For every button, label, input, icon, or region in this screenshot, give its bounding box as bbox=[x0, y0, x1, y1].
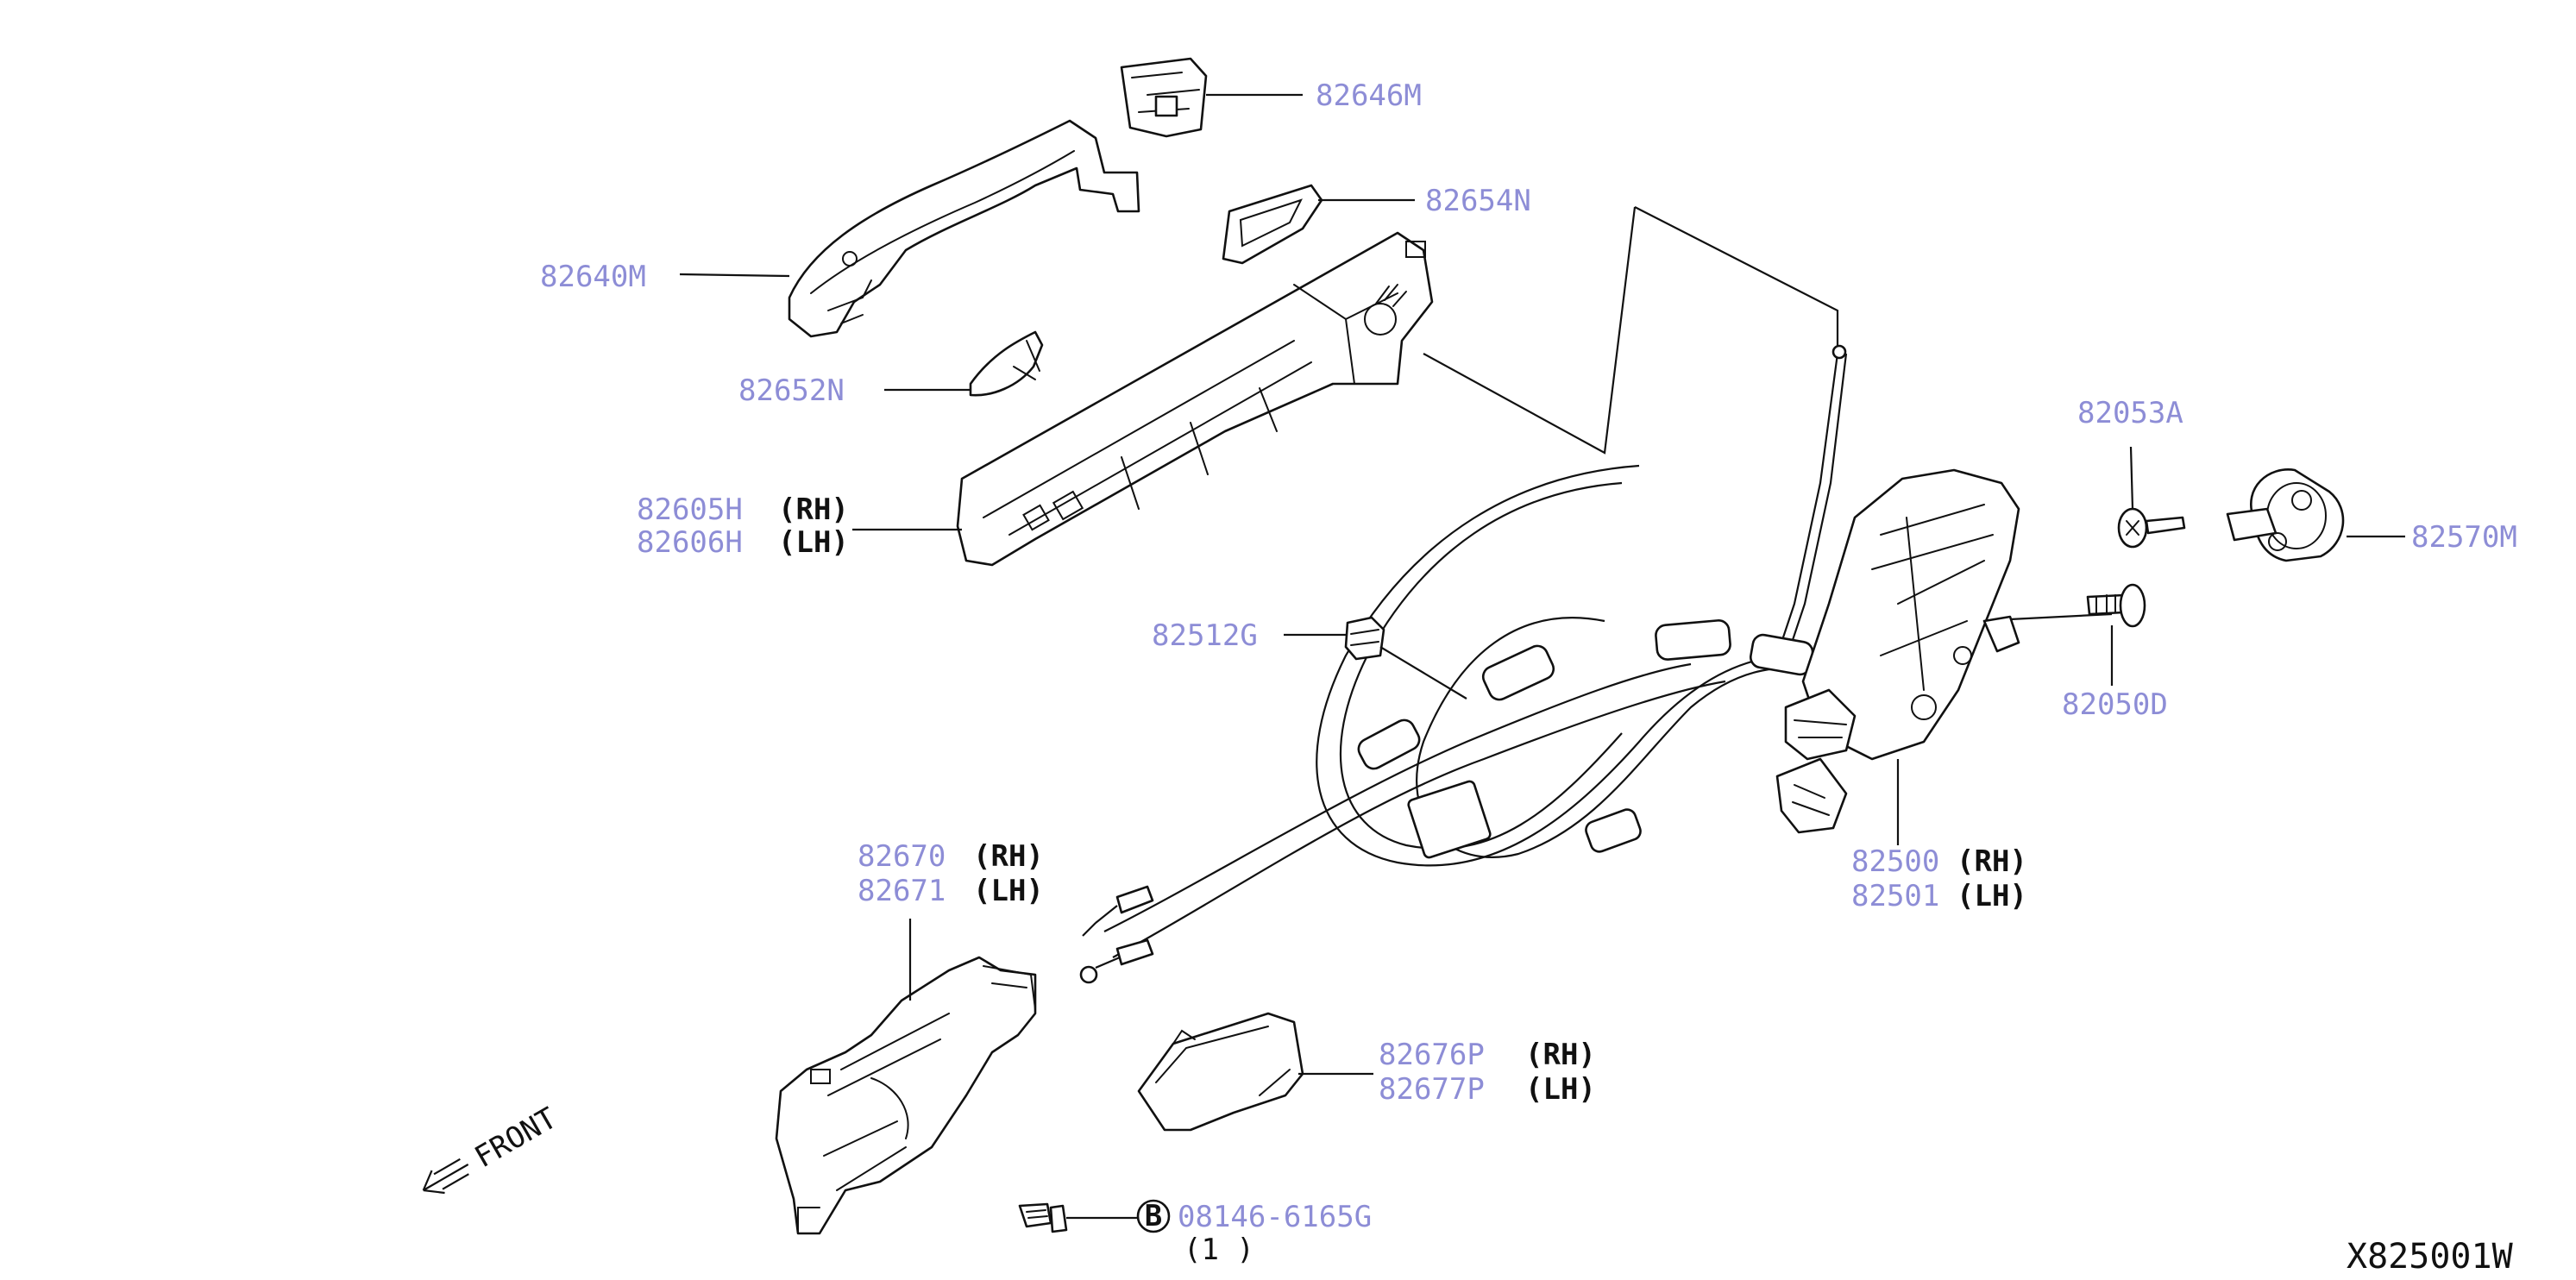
bolt-callout: B bbox=[1136, 1199, 1171, 1233]
part-82654n-gasket[interactable] bbox=[1222, 184, 1323, 265]
quantity-label: (1 ) bbox=[1184, 1233, 1254, 1267]
leader-lines bbox=[679, 93, 2405, 1220]
label-82671-side: (LH) bbox=[973, 874, 1044, 908]
label-82501: 82501 bbox=[1851, 879, 1939, 913]
label-82640m: 82640M bbox=[540, 260, 646, 294]
label-82512g: 82512G bbox=[1152, 618, 1258, 653]
label-82646m: 82646M bbox=[1316, 78, 1422, 113]
label-82500: 82500 bbox=[1851, 844, 1939, 879]
label-82606h: 82606H bbox=[637, 525, 743, 560]
cable-end-fittings bbox=[1079, 885, 1154, 984]
label-82654n: 82654N bbox=[1425, 184, 1531, 218]
label-82671: 82671 bbox=[858, 874, 946, 908]
front-label: FRONT bbox=[469, 1101, 563, 1175]
label-82500-side: (RH) bbox=[1957, 844, 2027, 879]
label-08146-6165g: 08146-6165G bbox=[1178, 1200, 1372, 1234]
cable-sleeves bbox=[1357, 619, 1814, 859]
part-82512g-clip[interactable] bbox=[1344, 616, 1467, 700]
part-82500-82501-door-lock-actuator[interactable] bbox=[1775, 468, 2020, 834]
label-82677p-side: (LH) bbox=[1525, 1072, 1596, 1107]
label-82050d: 82050D bbox=[2062, 687, 2168, 722]
label-82670: 82670 bbox=[858, 839, 946, 874]
label-82605h: 82605H bbox=[637, 493, 743, 527]
cable-assembly bbox=[1103, 353, 1848, 958]
label-82652n: 82652N bbox=[738, 373, 845, 408]
part-82570m-striker[interactable] bbox=[2226, 468, 2345, 562]
label-82053a: 82053A bbox=[2077, 396, 2183, 430]
label-82676p-side: (RH) bbox=[1525, 1038, 1596, 1072]
part-82670-82671-inside-handle[interactable] bbox=[775, 956, 1037, 1235]
label-82501-side: (LH) bbox=[1957, 879, 2027, 913]
diagram-code: X825001W bbox=[2347, 1237, 2514, 1277]
front-arrow: FRONT bbox=[422, 1101, 563, 1195]
part-82652n-gasket[interactable] bbox=[969, 330, 1044, 397]
label-82677p: 82677P bbox=[1379, 1072, 1485, 1107]
part-82676p-82677p-escutcheon[interactable] bbox=[1137, 1012, 1304, 1132]
label-82606h-side: (LH) bbox=[778, 525, 849, 560]
part-08146-6165g-bolt[interactable] bbox=[1018, 1202, 1068, 1233]
label-82670-side: (RH) bbox=[973, 839, 1044, 874]
part-82640m-outside-handle[interactable] bbox=[788, 119, 1140, 338]
part-82646m-bracket[interactable] bbox=[1120, 57, 1208, 138]
part-82053a-screw[interactable] bbox=[2117, 507, 2186, 549]
label-82605h-side: (RH) bbox=[778, 493, 849, 527]
bolt-badge: B bbox=[1145, 1199, 1162, 1233]
part-82050d-bolt[interactable] bbox=[2086, 583, 2146, 628]
label-82570m: 82570M bbox=[2411, 520, 2517, 555]
part-82605h-82606h-handle-bracket[interactable] bbox=[956, 231, 1434, 567]
label-82676p: 82676P bbox=[1379, 1038, 1485, 1072]
